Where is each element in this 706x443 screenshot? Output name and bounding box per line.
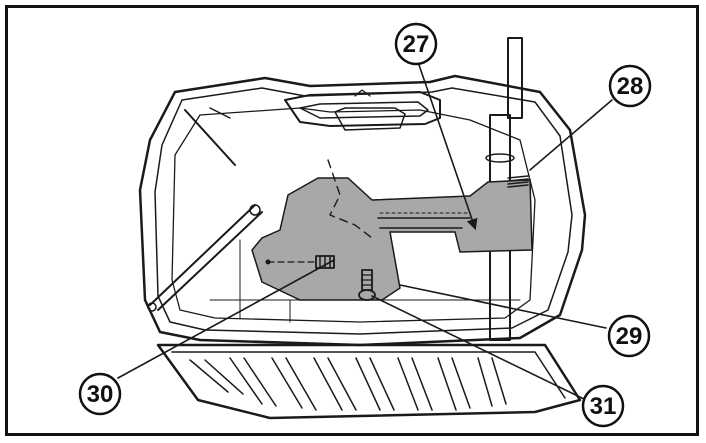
svg-text:29: 29	[616, 323, 643, 350]
callout-circle-icon	[394, 22, 438, 66]
callout-27: 27	[394, 22, 438, 66]
callout-circle-icon	[78, 372, 122, 416]
callout-circle-icon	[581, 384, 625, 428]
base-grate	[156, 343, 582, 420]
carry-handle	[284, 89, 441, 131]
housing-body	[138, 74, 587, 347]
grate-slots	[189, 357, 507, 411]
callout-31: 31	[581, 384, 625, 428]
leader-29	[399, 284, 607, 329]
svg-text:31: 31	[590, 393, 617, 420]
leader-30	[117, 259, 335, 379]
svg-text:30: 30	[87, 381, 114, 408]
callout-circle-icon	[607, 314, 651, 358]
svg-text:28: 28	[617, 73, 644, 100]
leader-28	[529, 99, 613, 171]
callout-29: 29	[607, 314, 651, 358]
bolt-icon-vertical	[358, 269, 376, 301]
spring-icon	[507, 175, 529, 188]
leader-lines	[117, 61, 613, 401]
highlighted-bracket	[251, 159, 533, 301]
left-strut	[147, 107, 263, 312]
callout-circle-icon	[608, 64, 652, 108]
svg-text:27: 27	[403, 31, 430, 58]
callout-30: 30	[78, 372, 122, 416]
callout-28: 28	[608, 64, 652, 108]
leader-31	[371, 295, 587, 401]
arrow-icon-27	[417, 61, 478, 231]
